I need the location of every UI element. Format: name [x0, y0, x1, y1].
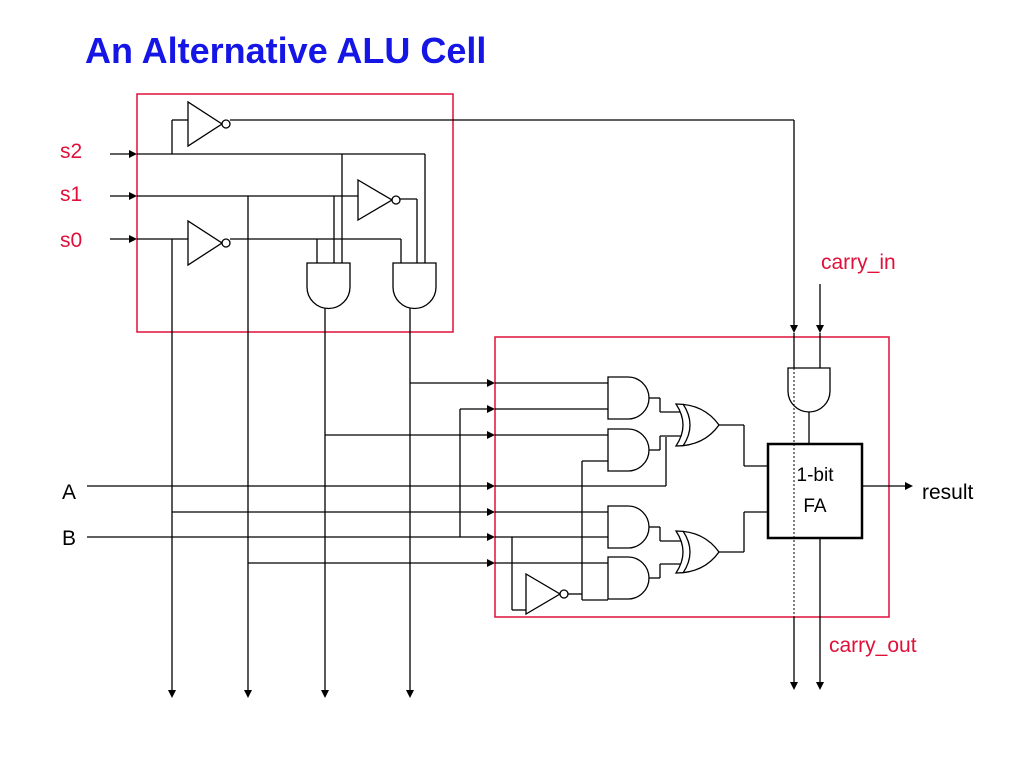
fa-label-line2: FA — [803, 496, 827, 517]
or-gate-top — [674, 403, 720, 447]
carry-out-label: carry_out — [829, 634, 917, 657]
carry-in-wires — [793, 284, 824, 368]
datapath-internal-wires — [495, 382, 667, 611]
carry-in-label: carry_in — [821, 251, 896, 274]
not-gate-s2 — [187, 100, 231, 148]
not-gate-s1 — [357, 178, 401, 222]
fa-label-line1: 1-bit — [797, 465, 835, 486]
and-gate-carry-in — [787, 367, 831, 413]
s2-label: s2 — [60, 140, 82, 163]
not-s2-wire — [230, 119, 798, 333]
select-input-wires — [110, 150, 137, 243]
and-gate-bottom-1 — [607, 505, 650, 549]
and-gate-top-1 — [607, 376, 650, 420]
datapath-input-wires — [87, 379, 495, 567]
result-label: result — [922, 481, 974, 504]
s1-wires — [137, 195, 418, 698]
and-gate-decoder-1 — [306, 262, 351, 310]
and-gate-top-2 — [607, 428, 650, 472]
b-label: B — [62, 527, 76, 550]
and-gate-decoder-2 — [392, 262, 437, 310]
and-gate-bottom-2 — [607, 556, 650, 600]
not-gate-b — [525, 572, 569, 616]
or-to-fa-wires — [719, 424, 768, 553]
s2-wires — [137, 119, 426, 263]
s0-wires — [137, 238, 402, 698]
bottom-output-wires — [790, 538, 824, 690]
slide-title: An Alternative ALU Cell — [85, 30, 487, 71]
datapath-box — [494, 336, 890, 618]
full-adder-block: 1-bit FA — [766, 442, 864, 540]
and-to-or-wires — [649, 397, 685, 579]
decoder-box — [136, 93, 454, 333]
or-gate-bottom — [674, 530, 720, 574]
decoder-output-wires — [321, 308, 414, 698]
not-gate-s0 — [187, 219, 231, 267]
result-output-wire — [862, 482, 913, 490]
s0-label: s0 — [60, 229, 82, 252]
a-label: A — [62, 481, 76, 504]
s1-label: s1 — [60, 183, 82, 206]
